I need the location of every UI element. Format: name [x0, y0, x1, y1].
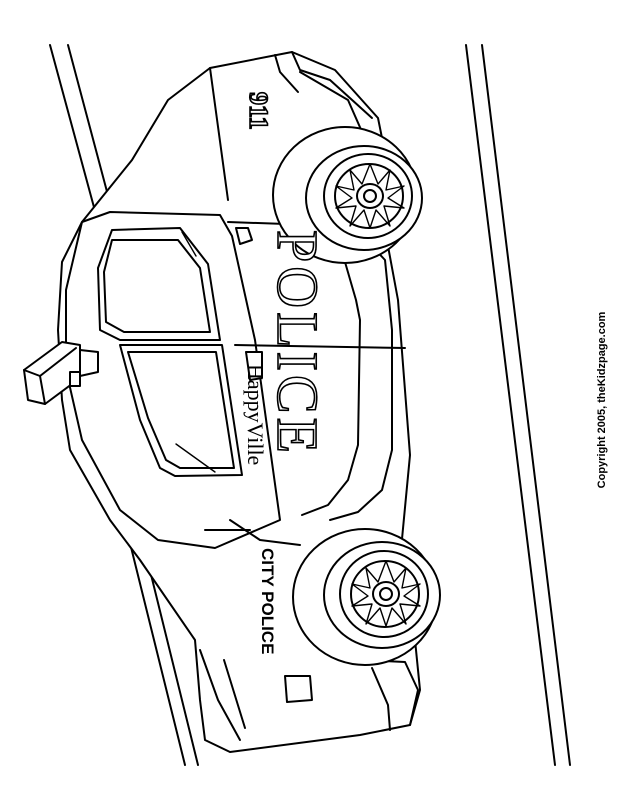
door-main-text: POLICE [265, 230, 330, 457]
wheel-icon [272, 126, 423, 264]
car-lettering: 911 HappyVille POLICE CITY POLICE [243, 91, 331, 654]
wheel-icon [292, 528, 441, 666]
door-top-text: HappyVille [243, 364, 268, 465]
rear-text: CITY POLICE [258, 548, 277, 654]
siren-light-icon [23, 341, 99, 405]
copyright-text: Copyright 2005, theKidzpage.com [596, 311, 608, 489]
copyright-notice: Copyright 2005, theKidzpage.com [596, 312, 608, 489]
hood-text: 911 [244, 92, 273, 130]
